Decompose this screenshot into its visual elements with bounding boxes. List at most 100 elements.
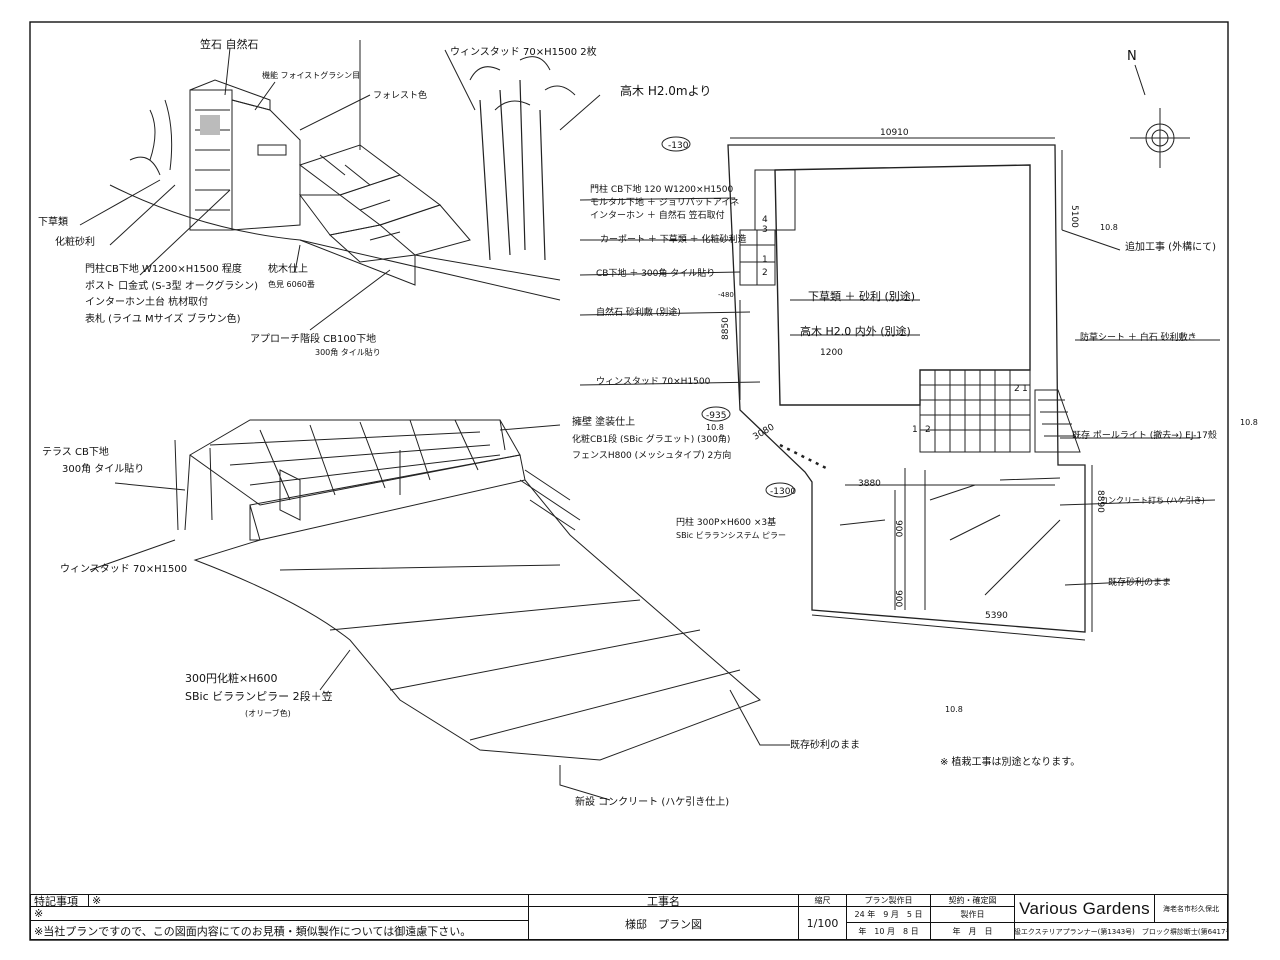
annotation-persp1-10: 表札 (ライユ Mサイズ ブラウン色)	[85, 312, 241, 325]
annotation-dims-3: 3880	[858, 479, 881, 489]
annotation-persp1-12: 色見 6060番	[268, 279, 315, 289]
annotation-plan-10: 防草シート ＋ 白石 砂利敷き	[1080, 331, 1197, 343]
note-text: ※当社プランですので、この図面内容にてのお見積・類似製作については御遠慮下さい。	[31, 921, 529, 940]
annotation-levels-5: 10.8	[1240, 418, 1258, 427]
annotation-persp1-14: 300角 タイル貼り	[315, 347, 381, 357]
annotation-levels-3: -1300	[770, 487, 796, 497]
annotation-persp2-2: 擁壁 塗装仕上	[572, 415, 635, 428]
annotation-persp1-7: 門柱CB下地 W1200×H1500 程度	[85, 262, 242, 275]
annotation-plan-3: カーポート ＋ 下草類 ＋ 化粧砂利造	[600, 233, 746, 245]
annotation-plan-13: 円柱 300P×H600 ×3基	[676, 516, 776, 528]
perspective-entrance	[79, 40, 601, 331]
annotation-plan-9: 追加工事 (外構にて)	[1125, 240, 1216, 253]
annotation-persp1-4: 高木 H2.0mより	[620, 83, 711, 98]
made-label: 製作日	[931, 907, 1015, 923]
annotation-levels-1: -935	[706, 411, 726, 421]
annotation-dims-8: 1200	[820, 348, 843, 358]
notes-header: 特記事項	[31, 895, 89, 907]
level-bubble-0	[661, 136, 691, 152]
annotation-plan-5: 自然石 砂利敷 (別途)	[596, 306, 681, 318]
lot-boundary	[727, 144, 1086, 633]
annotation-plan-16: ※ 植栽工事は別途となります。	[940, 755, 1080, 768]
annotation-persp2-8: (オリーブ色)	[245, 708, 291, 718]
plan-date-1: 24 年 9 月 5 日	[847, 907, 931, 923]
annotation-dims-5: 5390	[985, 611, 1008, 621]
annotation-persp1-11: 枕木仕上	[268, 262, 308, 275]
project-name: 様邸 プラン図	[529, 907, 799, 940]
contract-label: 契約・確定図	[931, 895, 1015, 907]
annotation-persp2-4: フェンスH800 (メッシュタイプ) 2方向	[572, 449, 731, 461]
annotation-plan_numbers-3: 2	[762, 268, 768, 278]
scale-label: 縮尺	[799, 895, 847, 907]
annotation-plan-4: CB下地 ＋ 300角 タイル貼り	[596, 267, 715, 279]
annotation-dims-0: 10910	[880, 128, 909, 138]
annotation-plan_numbers-1: 3	[762, 225, 768, 235]
annotation-persp2-3: 化粧CB1段 (SBic グラエット) (300角)	[572, 433, 730, 445]
annotation-levels-4: 10.8	[1100, 223, 1118, 232]
annotation-levels-0: -130	[668, 141, 689, 151]
annotation-levels-6: 10.8	[945, 705, 963, 714]
annotation-plan-7: 下草類 ＋ 砂利 (別途)	[808, 289, 915, 303]
annotation-plan-11: 既存 ポールライト (撤去→) EJ-17殼	[1072, 429, 1217, 441]
site-plan	[579, 64, 1220, 641]
annotation-plan_numbers-5: 1	[1022, 384, 1028, 394]
annotation-plan-14: SBic ビラランシステム ピラー	[676, 531, 786, 540]
annotation-dims-6: 900	[893, 520, 903, 537]
annotation-levels-2: 10.8	[706, 423, 724, 432]
annotation-plan-1: モルタル下地 ＋ ジョリパットアイネ	[590, 196, 739, 208]
annotation-persp1-6: 化粧砂利	[55, 235, 95, 248]
annotation-persp1-2: フォレスト色	[373, 89, 427, 101]
plan-date-label: プラン製作日	[847, 895, 931, 907]
title-block: 特記事項 ※ ※ ※当社プランですので、この図面内容にてのお見積・類似製作につい…	[30, 894, 1228, 940]
annotation-plan_numbers-0: 4	[762, 215, 768, 225]
annotation-persp1-0: 笠石 自然石	[200, 37, 259, 51]
annotation-persp1-9: インターホン土台 杭材取付	[85, 295, 208, 308]
annotation-plan_numbers-7: 2	[925, 425, 931, 435]
house-outline	[774, 164, 1031, 406]
annotation-persp2-7: SBic ビラランピラー 2段＋笠	[185, 689, 333, 703]
annotation-dims-2: 8850	[721, 317, 731, 340]
annotation-persp2-6: 300円化粧×H600	[185, 671, 277, 685]
scale-value: 1/100	[799, 907, 847, 940]
annotation-plan-0: 門柱 CB下地 120 W1200×H1500	[590, 183, 734, 195]
plan-date-2: 年 10 月 8 日	[847, 923, 931, 940]
annotation-persp2-10: 新設 コンクリート (ハケ引き仕上)	[575, 795, 729, 808]
annotation-persp1-13: アプローチ階段 CB100下地	[250, 332, 376, 345]
annotation-persp1-5: 下草類	[38, 216, 68, 228]
company-address: 海老名市杉久保北	[1155, 895, 1227, 923]
mark-1: ※	[89, 895, 529, 907]
made-date: 年 月 日	[931, 923, 1015, 940]
annotation-plan-8: 高木 H2.0 内外 (別途)	[800, 324, 911, 338]
annotation-plan_numbers-6: 1	[912, 425, 918, 435]
annotation-dims-4: 8890	[1095, 490, 1105, 513]
annotation-persp1-8: ポスト 口金式 (S-3型 オークグラシン)	[85, 279, 258, 292]
level-bubble-2	[765, 482, 795, 498]
annotation-plan_numbers-4: 2	[1014, 384, 1020, 394]
annotation-persp2-5: ウィンスタッド 70×H1500	[60, 563, 187, 575]
annotation-dims-7: 900	[893, 590, 903, 607]
north-arrow-icon	[1130, 64, 1190, 168]
annotation-plan-2: インターホン ＋ 自然石 笠石取付	[590, 209, 725, 221]
certifications: 一級エクステリアプランナー(第1343号) ブロック塀診断士(第6417号)	[1015, 927, 1227, 936]
annotation-persp2-9: 既存砂利のまま	[790, 738, 860, 751]
annotation-plan_numbers-2: 1	[762, 255, 768, 265]
annotation-levels-7: -480	[718, 291, 734, 299]
annotation-persp1-1: 機能 フォイストグラシン目	[262, 70, 360, 80]
perspective-terrace	[89, 419, 790, 801]
annotation-persp1-3: ウィンスタッド 70×H1500 2枚	[450, 45, 597, 58]
annotation-persp2-0: テラス CB下地	[42, 445, 109, 458]
company-logo: Various Gardens	[1015, 895, 1155, 923]
north-label: N	[1127, 49, 1137, 64]
annotation-persp2-1: 300角 タイル貼り	[62, 462, 144, 475]
project-label: 工事名	[529, 895, 799, 907]
mark-2: ※	[31, 907, 529, 921]
annotation-plan-15: 既存砂利のまま	[1108, 576, 1171, 588]
sheet-border	[29, 21, 1229, 941]
gate-pillar	[189, 89, 233, 231]
annotation-plan-6: ウィンスタッド 70×H1500	[596, 376, 711, 387]
level-bubble-1	[701, 406, 731, 422]
annotation-plan-12: コンクリート打ち (ハケ引き)	[1100, 495, 1205, 505]
annotation-dims-1: 5100	[1069, 205, 1079, 228]
